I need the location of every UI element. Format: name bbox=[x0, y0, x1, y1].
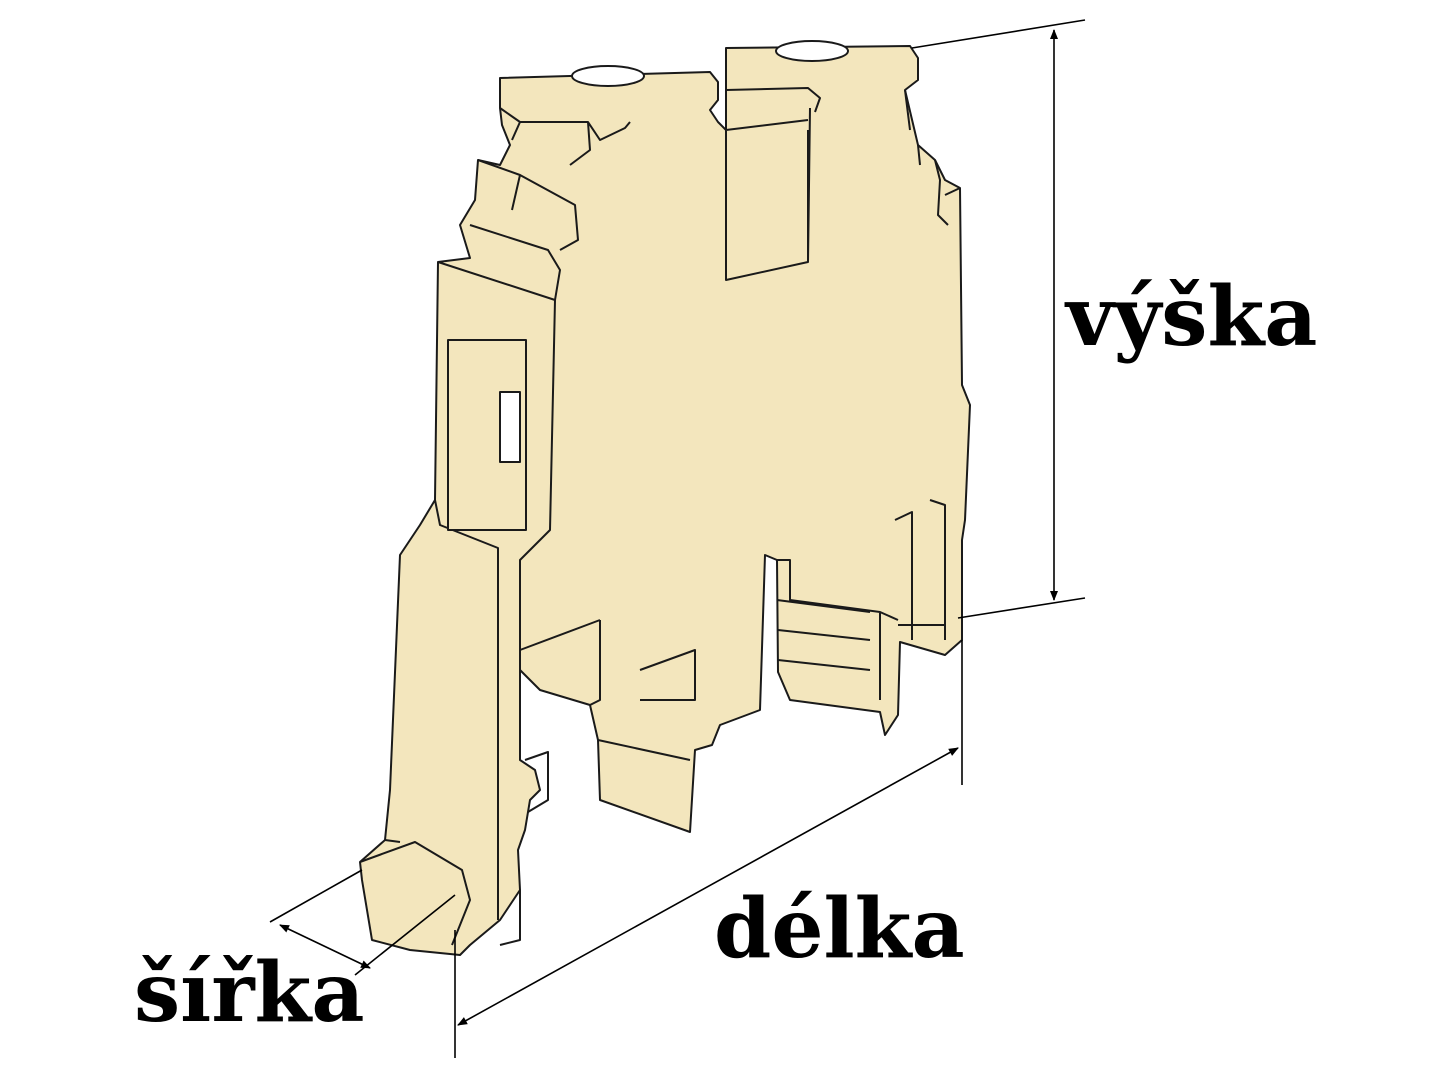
center-slot bbox=[725, 107, 811, 281]
length-label: délka bbox=[714, 881, 965, 977]
left-leg-face bbox=[434, 261, 556, 920]
height-extension-bottom bbox=[957, 597, 1086, 619]
terminal-block bbox=[359, 40, 971, 956]
left-clamp-head bbox=[499, 107, 631, 166]
width-extension-back bbox=[354, 894, 456, 976]
window-opening bbox=[499, 391, 521, 463]
length-dimension-line bbox=[457, 747, 959, 1026]
right-leg-grooves bbox=[776, 559, 899, 700]
screw-hole-right bbox=[775, 40, 849, 62]
width-extension-front bbox=[269, 869, 363, 923]
middle-foot bbox=[519, 619, 696, 761]
right-shoulder bbox=[904, 89, 961, 226]
length-dimension bbox=[454, 640, 963, 1058]
right-clamp-ledge bbox=[725, 87, 821, 130]
width-label: šířka bbox=[134, 945, 365, 1041]
right-rear-leg bbox=[894, 499, 946, 640]
left-clamp-ledge bbox=[469, 159, 579, 301]
height-extension-top bbox=[911, 19, 1086, 49]
height-label: výška bbox=[1066, 269, 1318, 365]
width-dimension-line bbox=[279, 924, 371, 969]
width-dimension bbox=[269, 869, 456, 976]
height-dimension bbox=[911, 19, 1086, 619]
screw-hole-left bbox=[571, 65, 645, 87]
